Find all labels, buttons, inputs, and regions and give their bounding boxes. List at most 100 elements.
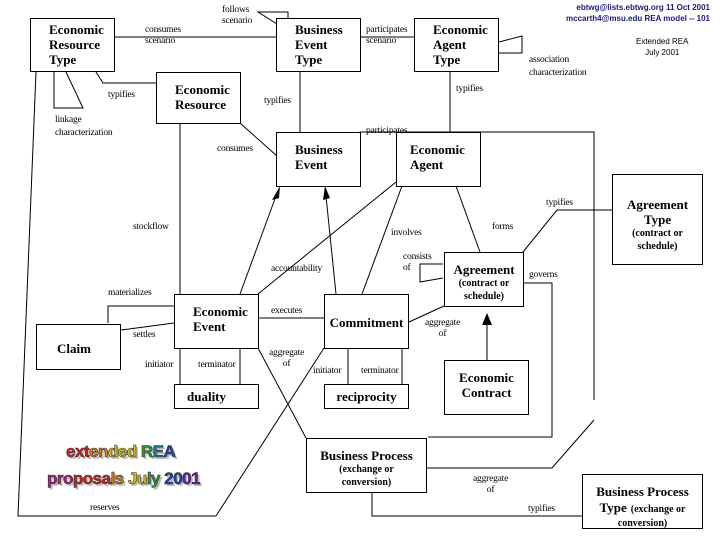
label-line: linkage [55,115,82,125]
label-line: of [282,359,291,369]
entity-agreement[interactable]: Agreement (contract or schedule) [444,252,524,307]
label-stockflow: stockflow [133,222,169,232]
label-terminator-2: terminator [361,366,399,376]
label-aggregate-of-3: aggregate of [473,474,508,496]
entity-subtitle: (contract or [632,228,683,239]
entity-title: Claim [57,341,91,356]
label-typifies-agent: typifies [456,84,483,94]
entity-commitment[interactable]: Commitment [324,294,409,349]
wordart-segment: A [163,442,176,462]
header-email-line: ebtwg@lists.ebtwg.org 11 Oct 2001 mccart… [566,2,710,24]
entity-business-event-type[interactable]: Business Event Type [276,18,361,72]
entity-claim[interactable]: Claim [36,324,121,370]
entity-economic-agent[interactable]: Economic Agent [396,132,481,187]
label-aggregate-of-1: aggregate of [269,348,304,370]
label-governs: governs [529,270,558,280]
wordart-segment: ded [107,442,141,462]
entity-subtitle: schedule) [464,291,504,302]
label-line: aggregate [473,474,509,484]
entity-title: Type [433,52,461,67]
label-participates-scenario: participates scenario [366,25,408,47]
wordart-segment: R [140,442,154,462]
label-initiator-1: initiator [145,360,174,370]
label-aggregate-of-2: aggregate of [425,318,460,340]
entity-agreement-type[interactable]: Agreement Type (contract or schedule) [612,174,703,265]
label-line: scenario [145,36,176,46]
entity-title: Event [295,157,328,172]
entity-title: Business Process [596,484,689,499]
label-participates: participates [366,126,408,136]
label-consumes-scenario: consumes scenario [145,25,181,47]
entity-economic-resource[interactable]: Economic Resource [156,72,241,124]
label-materializes: materializes [108,288,152,298]
label-line: of [438,329,447,339]
entity-business-process-type[interactable]: Business Process Type (exchange or conve… [582,474,703,529]
entity-subtitle: schedule) [637,241,678,252]
entity-subtitle: (contract or [458,278,510,289]
label-line: scenario [222,16,253,26]
note-line-1: Extended REA [636,37,689,46]
entity-subtitle: conversion) [341,477,392,488]
entity-economic-event[interactable]: Economic Event [174,294,259,349]
entity-duality[interactable]: duality [174,384,259,409]
entity-title: Economic [410,142,465,157]
wordart-segment: posa [72,469,112,489]
label-follows-scenario: follows scenario [222,5,252,27]
entity-economic-agent-type[interactable]: Economic Agent Type [414,18,499,72]
entity-title: Event [295,37,328,52]
entity-title: Type [49,52,77,67]
label-involves: involves [391,228,422,238]
label-executes: executes [271,306,303,316]
entity-title: Economic [193,304,248,319]
label-consumes: consumes [217,144,253,154]
label-line: association [529,55,570,65]
label-line: characterization [529,68,587,78]
wordart-proposals-july-2001: proposals July 2001 [47,469,201,489]
label-typifies-agreement: typifies [546,198,573,208]
label-forms: forms [492,222,514,232]
label-typifies-event: typifies [264,96,291,106]
entity-economic-resource-type[interactable]: Economic Resource Type [30,18,115,72]
wordart-segment: E [152,442,164,462]
entity-subtitle: conversion) [617,518,668,529]
entity-business-process[interactable]: Business Process (exchange or conversion… [306,438,427,493]
entity-title: Agreement [626,197,689,212]
wordart-segment: ls [110,469,128,489]
header-line-2: mccarth4@msu.edu REA model -- 101 [566,14,710,23]
wordart-segment: en [89,442,109,462]
label-typifies-process: typifies [528,504,555,514]
label-line: of [486,485,495,495]
wordart-extended-rea: extended REA [66,442,176,462]
entity-title: Agent [410,157,444,172]
wordart-segment: pro [47,469,74,489]
wordart-segment: 20 [164,469,183,489]
entity-economic-contract[interactable]: Economic Contract [444,360,529,415]
entity-title: Resource [49,37,101,52]
entity-business-event[interactable]: Business Event [276,132,361,187]
wordart-segment: ext [66,442,90,462]
label-terminator-1: terminator [198,360,236,370]
label-consists-of: consists of [403,252,432,274]
entity-title: Agreement [453,262,515,277]
entity-subtitle: (exchange or [339,464,394,475]
entity-reciprocity[interactable]: reciprocity [324,384,409,409]
label-line: aggregate [269,348,305,358]
entity-title: Resource [175,97,227,112]
label-initiator-2: initiator [313,366,342,376]
label-line: characterization [55,128,113,138]
entity-title: Contract [461,385,512,400]
label-line: consumes [145,25,181,35]
entity-title: Agent [433,37,467,52]
entity-title: Business [295,22,343,37]
entity-title: Economic [433,22,488,37]
header-line-1: ebtwg@lists.ebtwg.org 11 Oct 2001 [576,3,710,12]
entity-title: Commitment [329,315,404,330]
label-accountability: accountability [271,264,323,274]
label-settles: settles [133,330,156,340]
wordart-segment: 01 [182,469,201,489]
label-typifies-resource: typifies [108,90,135,100]
label-line: scenario [366,36,397,46]
label-linkage-characterization: linkage characterization [55,114,113,140]
label-line: participates [366,25,408,35]
